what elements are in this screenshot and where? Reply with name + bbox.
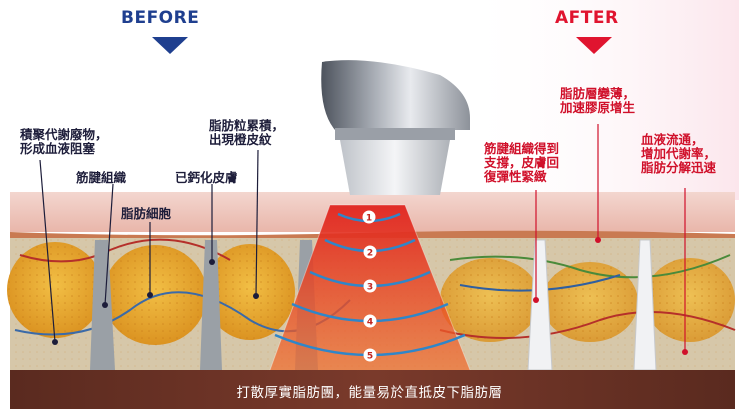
wave-number-1: 1 <box>366 214 372 224</box>
wave-number-5: 5 <box>367 352 373 362</box>
wave-number-3: 3 <box>367 283 373 293</box>
after-heading: AFTER <box>555 8 619 28</box>
after-background-glow <box>460 0 739 200</box>
label-tendon-tissue: 筋腱組織 <box>76 170 127 185</box>
before-heading: BEFORE <box>121 8 200 28</box>
wave-number-4: 4 <box>367 318 373 328</box>
fat-clusters-after <box>440 258 735 342</box>
label-metabolic-waste: 積聚代謝廢物， 形成血液阻塞 <box>20 127 108 156</box>
label-fat-cells: 脂肪細胞 <box>121 206 172 221</box>
caption-text: 打散厚實脂肪團，能量易於直抵皮下脂肪層 <box>236 385 503 401</box>
before-arrow-icon <box>152 37 188 54</box>
probe-device <box>321 60 470 195</box>
label-fat-thinner: 脂肪層變薄， 加速膠原增生 <box>560 86 636 115</box>
label-calcified-skin: 已鈣化皮膚 <box>175 170 238 185</box>
fat-clusters-before <box>7 242 295 345</box>
label-orange-peel: 脂肪粒累積， 出現橙皮紋 <box>209 118 285 147</box>
label-tendon-support: 筋腱組織得到 支撐，皮膚回 復彈性緊緻 <box>484 141 560 184</box>
caption-bar <box>10 370 735 409</box>
label-blood-flow: 血液流通， 增加代謝率， 脂肪分解迅速 <box>641 132 717 175</box>
wave-number-badges: 1 2 3 4 5 <box>362 210 377 362</box>
after-arrow-icon <box>576 37 612 54</box>
pointer-dots <box>52 237 688 355</box>
wave-number-2: 2 <box>367 249 373 259</box>
pointer-lines <box>39 124 686 352</box>
tendon-strands-after <box>527 239 657 371</box>
